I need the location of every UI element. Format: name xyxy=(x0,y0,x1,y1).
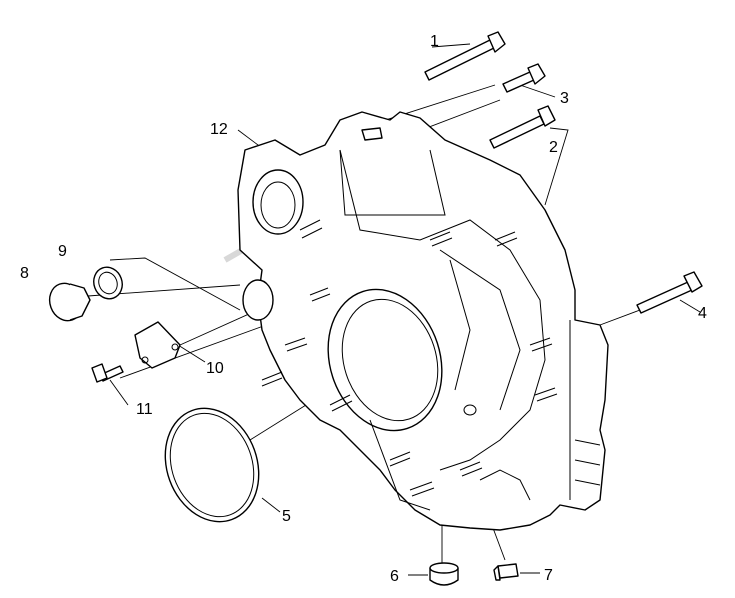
housing-bore-inner xyxy=(341,298,439,422)
callout-9: 9 xyxy=(58,243,67,260)
callout-11: 11 xyxy=(136,401,153,418)
leader-4 xyxy=(679,299,701,313)
plug-body xyxy=(69,283,91,321)
plug-8 xyxy=(48,282,91,322)
cap-6 xyxy=(429,562,459,586)
bolt-1-head xyxy=(487,31,506,53)
seal-ring-inner xyxy=(98,271,118,295)
drain-plug-head xyxy=(493,565,501,581)
o-ring-5 xyxy=(164,407,260,523)
stud-a xyxy=(299,219,323,239)
drain-plug-thread xyxy=(497,563,519,579)
housing-rib-5 xyxy=(479,469,531,501)
housing-port-12-inner xyxy=(260,181,296,229)
leader-10 xyxy=(177,344,206,363)
stud-k xyxy=(309,287,331,302)
cover-plate-10 xyxy=(134,321,181,369)
drain-plug-7 xyxy=(493,563,519,581)
callout-2: 2 xyxy=(549,139,558,156)
bolt-3-shank xyxy=(502,71,535,93)
callout-7: 7 xyxy=(544,567,553,584)
o-ring-inner xyxy=(169,412,255,518)
leader-11 xyxy=(109,379,129,406)
stud-g xyxy=(429,231,453,247)
cover-plate-hole-2 xyxy=(171,343,179,351)
stud-c xyxy=(329,394,353,412)
leader-5 xyxy=(261,497,281,513)
leader-9 xyxy=(109,257,241,311)
bolt-1 xyxy=(424,31,506,81)
housing-rib-2 xyxy=(439,249,521,411)
leader-2 xyxy=(544,127,569,206)
bolt-4-head xyxy=(683,271,703,293)
leader-1-b xyxy=(369,84,496,126)
cover-plate xyxy=(134,321,181,369)
bolt-11 xyxy=(91,363,124,383)
leader-4-b xyxy=(599,309,641,326)
housing-port-side xyxy=(242,279,274,321)
callout-labels: 1 2 3 4 5 6 7 8 9 10 11 12 xyxy=(20,33,707,585)
flywheel-housing xyxy=(237,111,609,531)
seal-ring-9 xyxy=(93,266,123,300)
callout-12: 12 xyxy=(210,121,228,138)
housing-fins xyxy=(574,439,601,486)
callout-4: 4 xyxy=(698,305,707,322)
stud-j xyxy=(534,387,558,402)
cap-top xyxy=(429,562,459,574)
stud-l xyxy=(284,337,308,352)
housing-port-12 xyxy=(252,169,304,235)
callout-8: 8 xyxy=(20,265,29,282)
housing-hole xyxy=(463,404,477,416)
stud-h xyxy=(494,231,518,247)
bolt-2-shank xyxy=(489,115,545,149)
o-ring-outer xyxy=(164,407,260,523)
bolt-3 xyxy=(502,63,546,93)
stud-f xyxy=(459,461,483,477)
bolt-4-shank xyxy=(636,281,693,314)
housing-top-pocket xyxy=(339,149,446,216)
callout-1: 1 xyxy=(430,33,439,50)
leader-11-b xyxy=(119,319,281,379)
stud-b xyxy=(261,371,283,387)
callout-10: 10 xyxy=(206,360,224,377)
housing-rib-4 xyxy=(369,419,431,511)
leader-lines xyxy=(87,43,701,576)
cover-plate-hole xyxy=(141,356,149,364)
stud-e xyxy=(409,481,435,497)
callout-6: 6 xyxy=(390,568,399,585)
housing-rib-1 xyxy=(339,149,546,471)
leader-1 xyxy=(431,43,471,48)
bolt-3-head xyxy=(527,63,546,85)
stud-i xyxy=(529,337,553,352)
stud-d xyxy=(389,451,411,467)
housing-rib-3 xyxy=(449,259,471,391)
leader-3 xyxy=(519,84,556,98)
callout-3: 3 xyxy=(560,90,569,107)
seal-ring-outer xyxy=(93,266,123,300)
bolt-4 xyxy=(636,271,703,314)
callout-5: 5 xyxy=(282,508,291,525)
housing-tab xyxy=(361,127,383,141)
bolt-2 xyxy=(489,105,556,149)
bolt-11-head xyxy=(91,363,108,383)
bolt-2-head xyxy=(537,105,556,127)
